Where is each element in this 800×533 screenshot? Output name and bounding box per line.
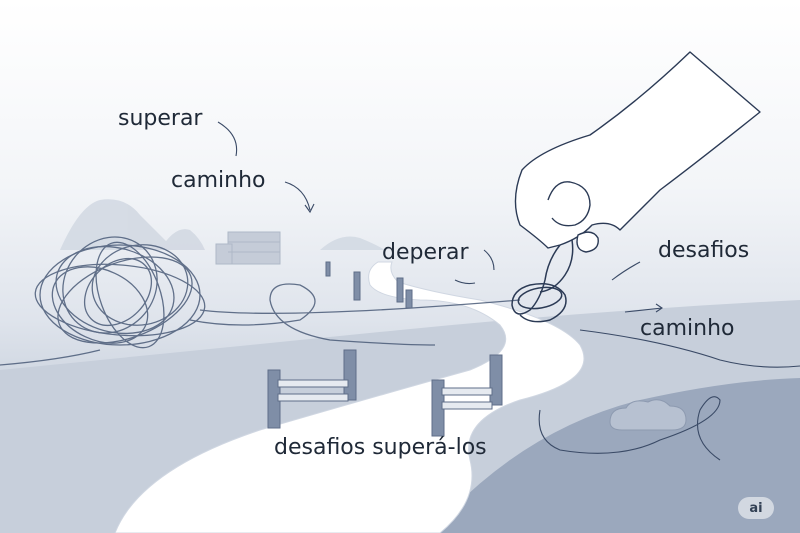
label-caminho-right: caminho xyxy=(640,316,735,341)
ruins-icon xyxy=(215,231,281,265)
ai-badge: ai xyxy=(738,497,774,519)
distant-hills xyxy=(60,199,385,250)
hand-icon xyxy=(514,51,761,253)
fence-icon xyxy=(267,261,503,437)
cloud-icon xyxy=(609,399,687,431)
label-desafios-right: desafios xyxy=(658,238,750,263)
arrow-icon xyxy=(217,121,800,461)
ground-dark xyxy=(430,378,800,533)
label-deperar: deperar xyxy=(382,240,469,265)
winding-path xyxy=(114,261,585,533)
tangled-scribble-icon xyxy=(0,236,521,366)
label-superar: superar xyxy=(118,106,203,131)
label-caminho-top: caminho xyxy=(171,168,266,193)
knot-icon xyxy=(511,239,574,323)
bottom-caption: desafios superá-los xyxy=(274,435,487,460)
